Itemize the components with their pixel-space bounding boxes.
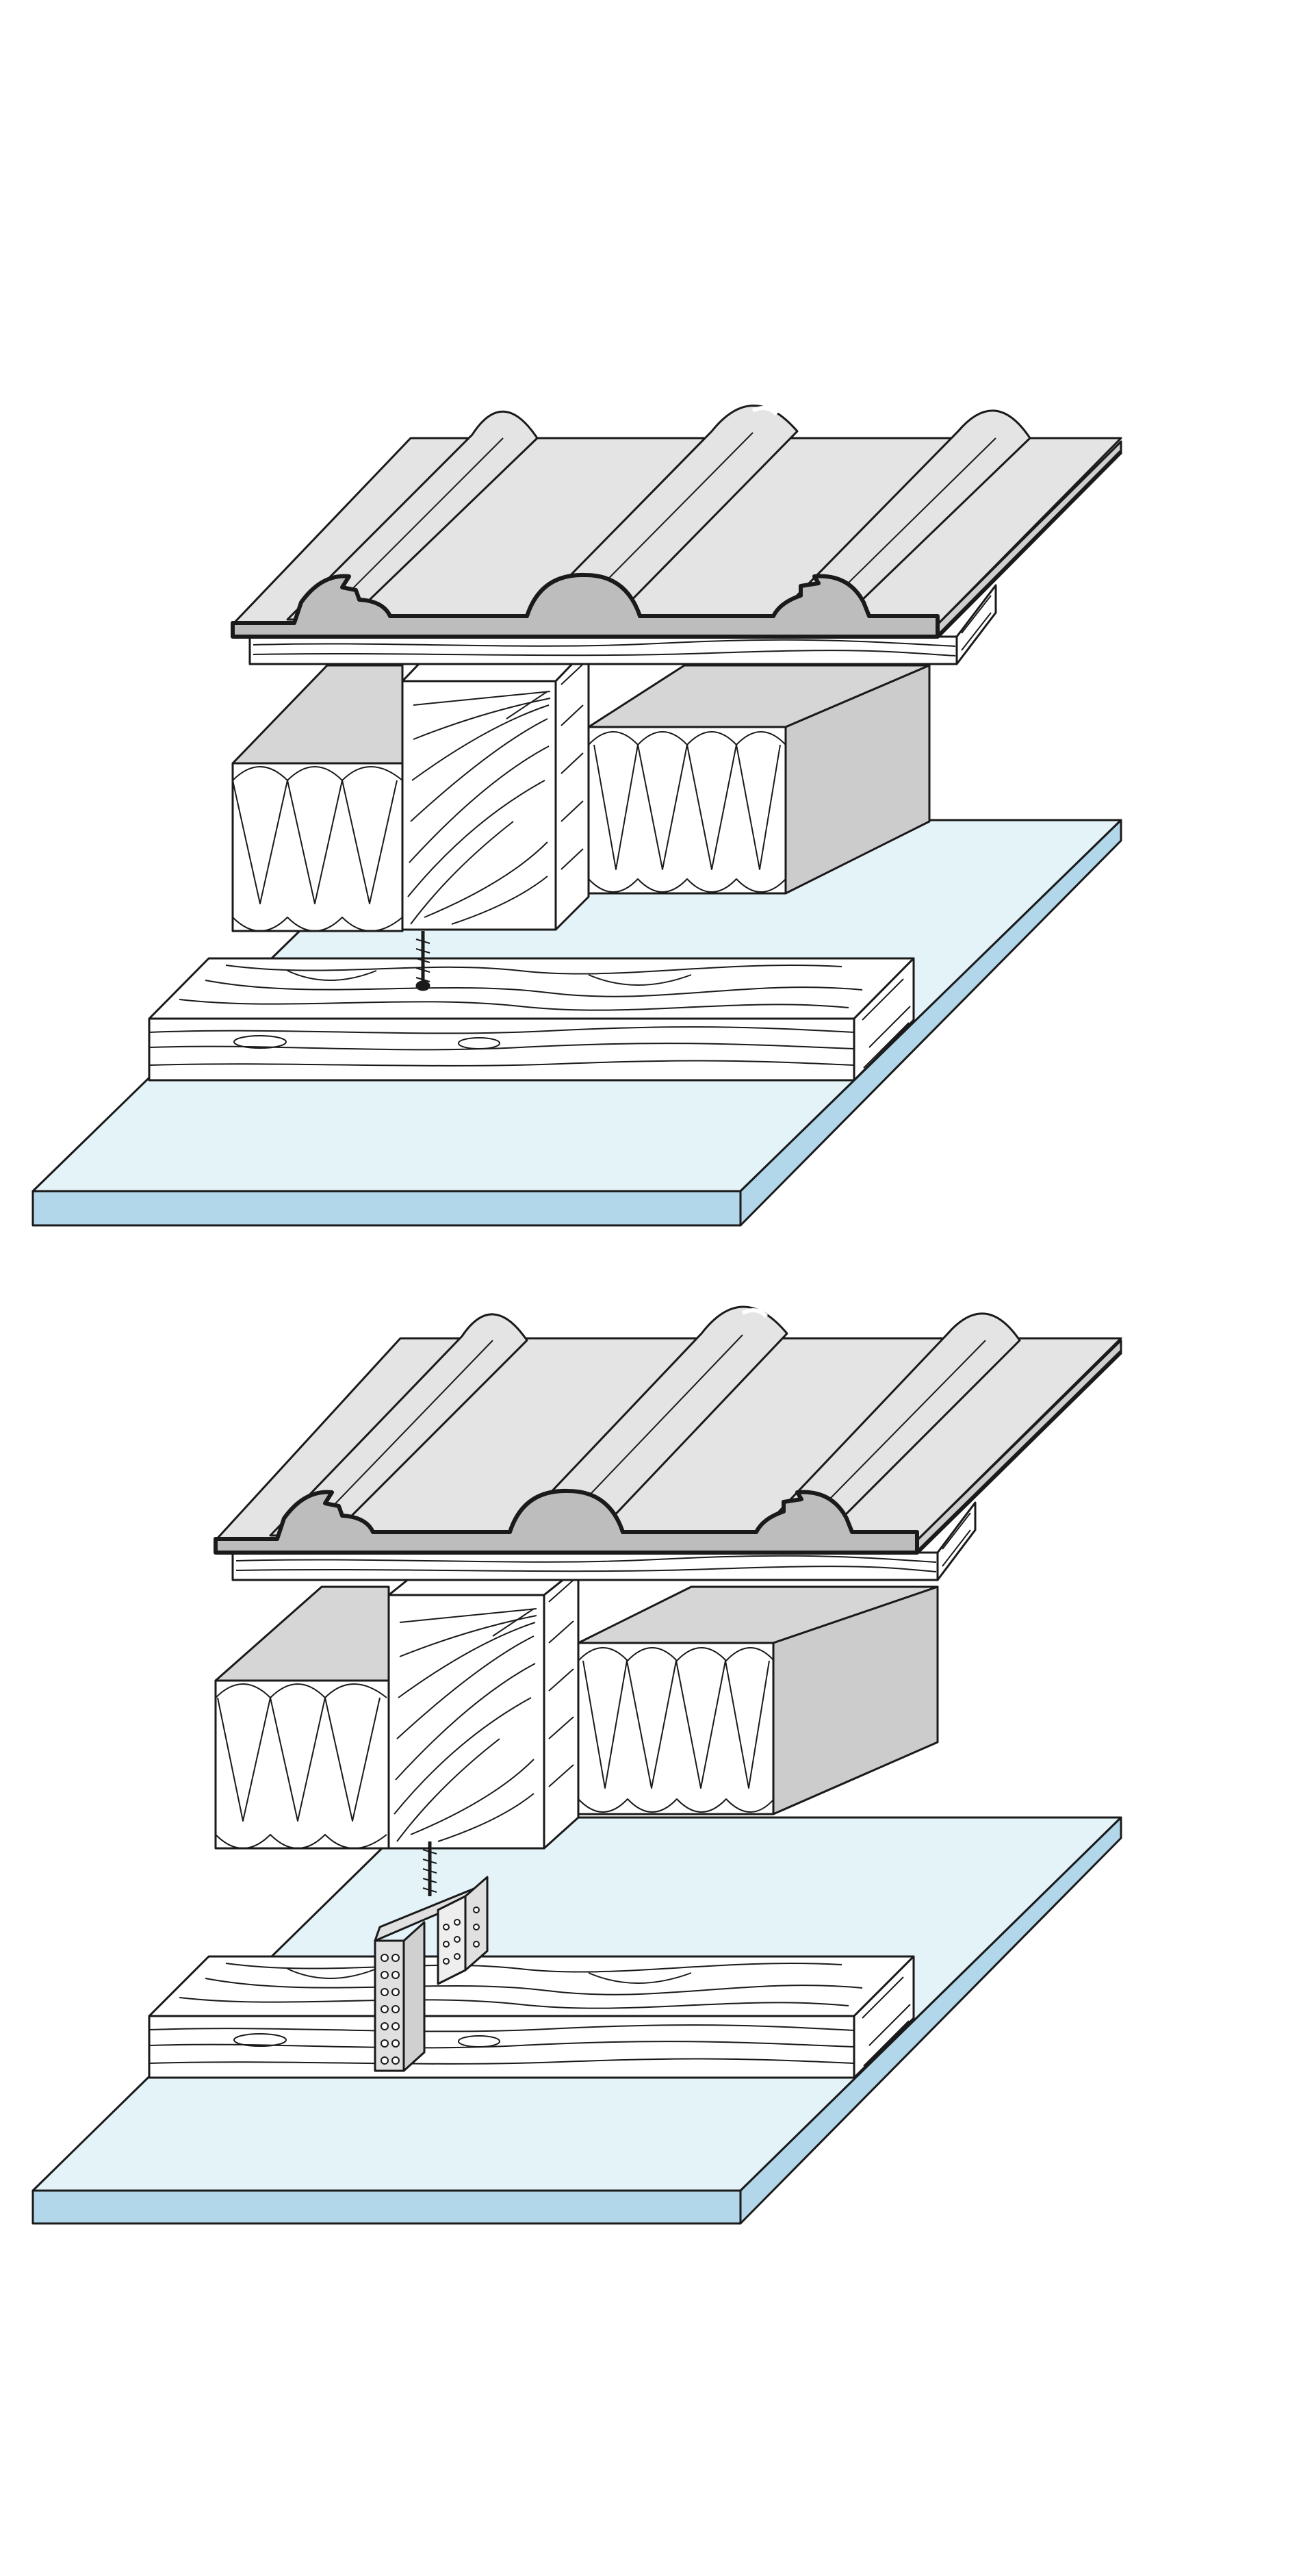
tile-cross-section bbox=[231, 572, 940, 639]
insulation-right-2 bbox=[577, 1585, 939, 1815]
rafter-side bbox=[554, 646, 590, 931]
roof-tiles-2 bbox=[214, 1305, 1123, 1555]
tile-batten bbox=[248, 584, 997, 665]
panel-direct-hanger-fixing bbox=[31, 1305, 1123, 2225]
tile-batten-grain bbox=[253, 595, 992, 656]
hanger-holes bbox=[381, 1907, 480, 2065]
insulation-right-front bbox=[587, 726, 787, 895]
batten-end bbox=[853, 957, 915, 1082]
insulation-right-pattern bbox=[588, 731, 786, 893]
plasterboard-front-edge bbox=[31, 1190, 742, 1227]
batten-grain bbox=[149, 965, 911, 1069]
ceiling-batten bbox=[148, 957, 915, 1082]
insulation-left-pattern bbox=[232, 766, 403, 932]
tile-batten-2 bbox=[231, 1501, 977, 1581]
rafter-end-grain bbox=[401, 680, 557, 931]
tile-ridges bbox=[286, 405, 1031, 621]
screw-icon bbox=[415, 931, 430, 991]
panel-screwed-fixing bbox=[31, 405, 1123, 1227]
insulation-left-top bbox=[231, 664, 404, 765]
screw-icon-2 bbox=[422, 1841, 437, 1896]
rafter-2 bbox=[387, 1566, 580, 1850]
rafter bbox=[401, 646, 590, 931]
insulation-right bbox=[587, 664, 931, 895]
direct-hanger-icon bbox=[374, 1876, 489, 2072]
roof-tiles bbox=[231, 405, 1123, 639]
plasterboard-side-edge bbox=[739, 819, 1122, 1227]
insulation-left-front bbox=[231, 762, 404, 932]
rafter-grain bbox=[407, 663, 584, 925]
insulation-left-2 bbox=[214, 1585, 390, 1850]
ceiling-batten-2 bbox=[148, 1955, 915, 2079]
batten-top bbox=[148, 957, 915, 1020]
insulation-left bbox=[231, 664, 404, 932]
